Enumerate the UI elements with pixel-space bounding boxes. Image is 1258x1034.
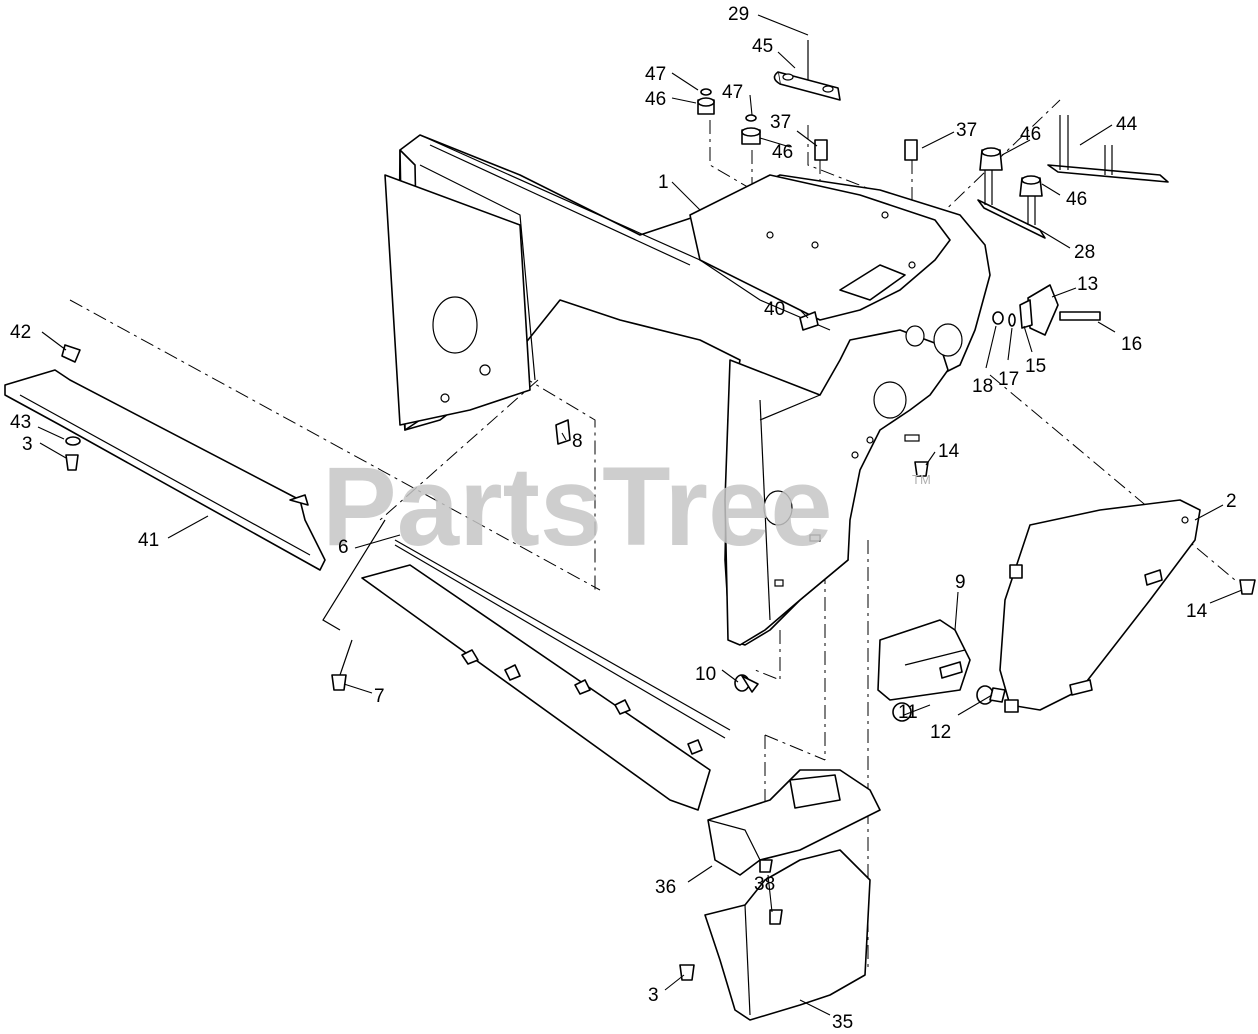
callout-42: 42 <box>10 322 31 343</box>
side-cover <box>914 461 1256 713</box>
watermark-trademark: TM <box>912 472 931 487</box>
scraper-bar <box>4 344 326 571</box>
callout-41: 41 <box>138 530 159 551</box>
belt-cover <box>679 849 871 1021</box>
callout-43: 43 <box>10 412 31 433</box>
callout-10: 10 <box>695 664 716 685</box>
callout-11: 11 <box>898 702 918 723</box>
part-7-bolt <box>331 674 347 691</box>
part-40-clip <box>799 311 819 331</box>
callout-14: 14 <box>938 441 960 462</box>
callout-7: 7 <box>374 686 385 707</box>
callout-46: 46 <box>772 142 793 163</box>
callout-44: 44 <box>1116 114 1138 135</box>
callout-46: 46 <box>1066 189 1087 210</box>
auger-assembly <box>322 419 731 811</box>
callout-47: 47 <box>645 64 666 85</box>
part-7-shaft <box>339 639 353 676</box>
callout-29: 29 <box>728 4 749 25</box>
callout-9: 9 <box>955 572 966 593</box>
callout-36: 36 <box>655 877 676 898</box>
mount-brackets <box>977 115 1169 239</box>
callout-2: 2 <box>1226 491 1237 512</box>
belt-guide-assembly <box>877 619 1006 722</box>
callout-17: 17 <box>998 369 1019 390</box>
callout-8: 8 <box>572 431 583 452</box>
callout-38: 38 <box>754 874 775 895</box>
callout-6: 6 <box>338 537 349 558</box>
callout-3: 3 <box>648 985 659 1006</box>
callout-16: 16 <box>1121 334 1142 355</box>
callout-12: 12 <box>930 722 951 743</box>
chute-lever-assembly <box>992 284 1101 336</box>
callout-35: 35 <box>832 1012 853 1033</box>
top-hardware <box>697 40 918 161</box>
callout-40: 40 <box>764 299 785 320</box>
callout-14: 14 <box>1186 601 1208 622</box>
callout-37: 37 <box>770 112 791 133</box>
chute-base <box>707 769 881 876</box>
part-10-bolt <box>734 674 759 693</box>
callout-37: 37 <box>956 120 977 141</box>
callout-46: 46 <box>1020 124 1041 145</box>
callout-15: 15 <box>1025 356 1046 377</box>
callout-labels: 29 45 47 46 47 37 46 37 46 44 46 28 1 40… <box>10 4 1237 1033</box>
callout-3: 3 <box>22 434 33 455</box>
callout-47: 47 <box>722 82 743 103</box>
callout-13: 13 <box>1077 274 1098 295</box>
callout-46: 46 <box>645 89 666 110</box>
callout-18: 18 <box>972 376 993 397</box>
callout-45: 45 <box>752 36 773 57</box>
callout-1: 1 <box>658 172 669 193</box>
callout-28: 28 <box>1074 242 1095 263</box>
auger-housing <box>384 134 991 646</box>
leader-lines <box>37 14 1243 1016</box>
watermark-text: PartsTree <box>322 444 833 569</box>
